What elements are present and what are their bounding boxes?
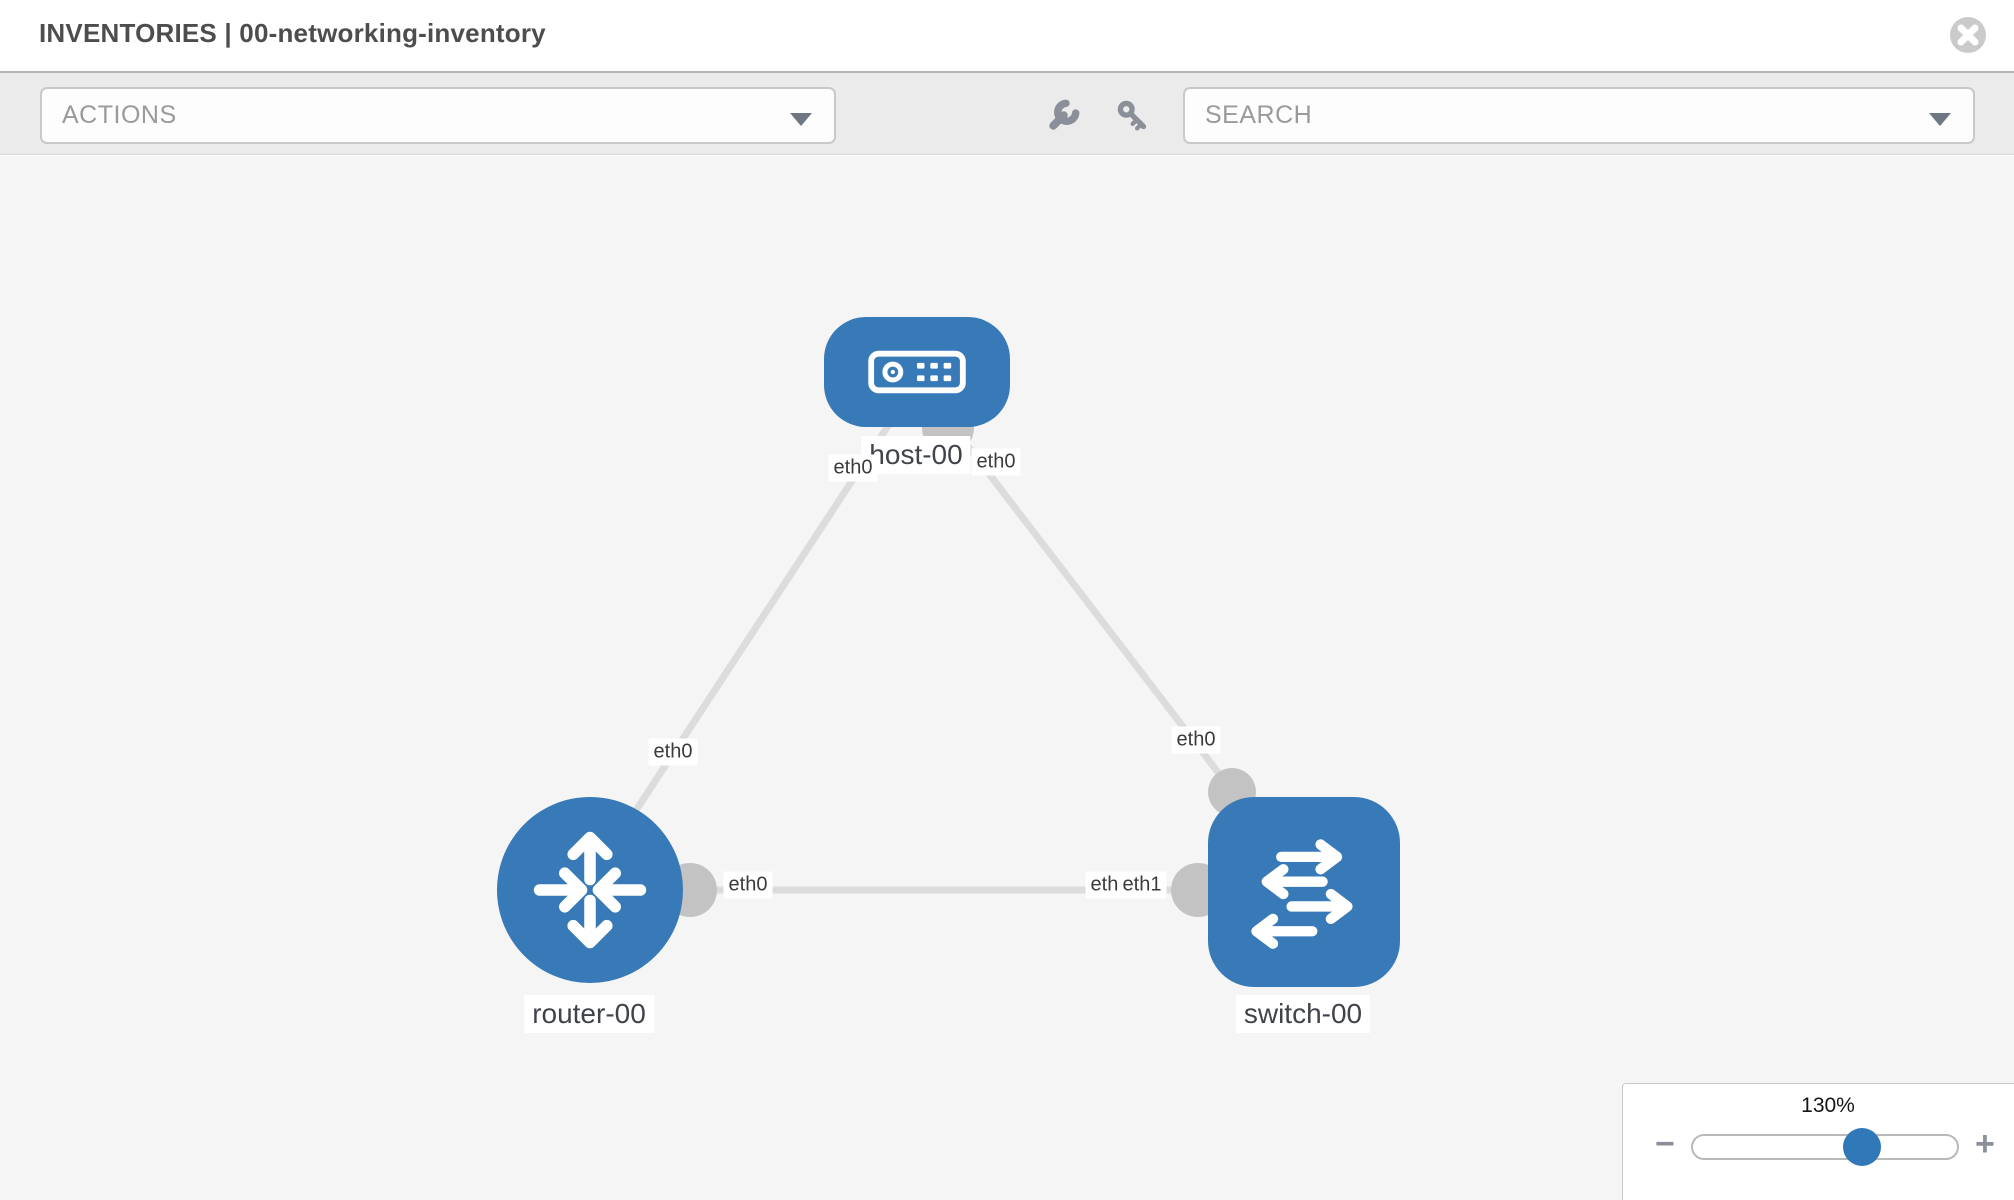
zoom-in-button[interactable]: + bbox=[1975, 1125, 1995, 1163]
toolbar: ACTIONS SEARCH bbox=[0, 71, 2014, 155]
node-label-router: router-00 bbox=[524, 995, 654, 1033]
node-label-host: host-00 bbox=[861, 436, 971, 474]
page-title: INVENTORIES | 00-networking-inventory bbox=[39, 18, 546, 48]
iface-label-link-host-switch: eth0 bbox=[1171, 726, 1221, 754]
switch-icon bbox=[1251, 839, 1353, 949]
search-dropdown[interactable]: SEARCH bbox=[1183, 87, 1975, 144]
iface-label-switch-eth1: eth1 bbox=[1117, 871, 1167, 899]
actions-dropdown[interactable]: ACTIONS bbox=[40, 87, 836, 144]
node-host-00[interactable] bbox=[824, 317, 1010, 427]
chevron-down-icon bbox=[790, 113, 812, 126]
iface-label-link-host-router: eth0 bbox=[648, 738, 698, 766]
header-bar: INVENTORIES | 00-networking-inventory bbox=[0, 0, 2014, 71]
node-router-00[interactable] bbox=[497, 797, 683, 983]
key-icon[interactable] bbox=[1115, 98, 1151, 134]
router-icon bbox=[533, 831, 647, 949]
zoom-level-value: 130% bbox=[1801, 1094, 1855, 1117]
iface-label-host-left: eth0 bbox=[828, 454, 878, 482]
node-label-switch: switch-00 bbox=[1235, 995, 1371, 1033]
zoom-control-panel: 130% − + bbox=[1622, 1083, 2014, 1200]
topology-links-layer bbox=[607, 398, 1256, 917]
zoom-out-button[interactable]: − bbox=[1655, 1125, 1675, 1163]
host-device-icon bbox=[868, 350, 966, 394]
chevron-down-icon bbox=[1929, 113, 1951, 126]
close-icon[interactable] bbox=[1949, 16, 1987, 54]
zoom-slider-thumb[interactable] bbox=[1842, 1128, 1881, 1166]
zoom-slider[interactable] bbox=[1691, 1128, 1959, 1166]
wrench-icon[interactable] bbox=[1045, 98, 1081, 134]
iface-label-host-right: eth0 bbox=[971, 448, 1021, 476]
actions-dropdown-label: ACTIONS bbox=[62, 101, 177, 129]
topology-canvas[interactable]: host-00 router-00 switch-00 eth0 eth0 et… bbox=[0, 156, 2014, 1200]
iface-label-router-right: eth0 bbox=[723, 871, 773, 899]
node-switch-00[interactable] bbox=[1208, 797, 1400, 987]
search-dropdown-label: SEARCH bbox=[1205, 101, 1313, 129]
